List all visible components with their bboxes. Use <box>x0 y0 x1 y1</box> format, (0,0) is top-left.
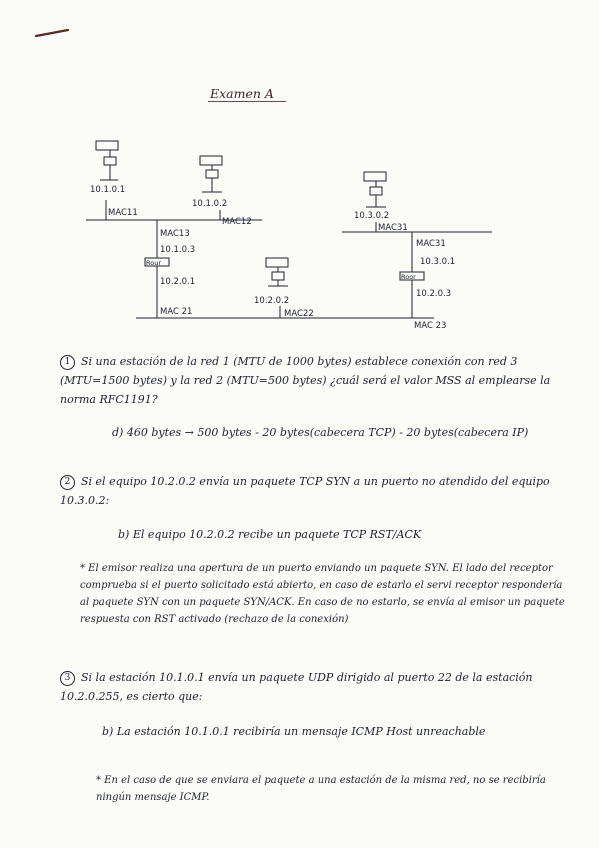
question-1-text: Si una estación de la red 1 (MTU de 1000… <box>60 355 551 406</box>
host4-ip: 10.2.0.2 <box>254 296 289 306</box>
pen-mark <box>34 28 70 38</box>
question-1-number: 1 <box>60 355 75 370</box>
router2-mac-bottom: MAC 23 <box>414 321 446 330</box>
question-3-text: Si la estación 10.1.0.1 envía un paquete… <box>60 671 533 703</box>
answer-1: d) 460 bytes → 500 bytes - 20 bytes(cabe… <box>112 426 529 439</box>
exam-title: Examen A <box>210 86 274 101</box>
title-underline <box>208 101 286 102</box>
router2-label: Roor <box>401 273 416 281</box>
note-2: * El emisor realiza una apertura de un p… <box>80 563 565 625</box>
answer-3: b) La estación 10.1.0.1 recibiría un men… <box>102 725 486 738</box>
router1-ip-top: 10.1.0.3 <box>160 245 195 255</box>
router1-mac-bottom: MAC 21 <box>160 307 192 317</box>
host3-mac: MAC31 <box>378 223 408 233</box>
host3-ip: 10.3.0.2 <box>354 211 389 221</box>
router1-ip-bottom: 10.2.0.1 <box>160 277 195 287</box>
note-3: * En el caso de que se enviara el paquet… <box>96 775 546 803</box>
network-diagram: 10.1.0.1 MAC11 10.1.0.2 MAC12 10.3.0.2 M… <box>86 140 492 330</box>
host1-mac: MAC11 <box>108 208 138 218</box>
router2-ip-top: 10.3.0.1 <box>420 257 455 267</box>
host2-ip: 10.1.0.2 <box>192 199 227 209</box>
host1-ip: 10.1.0.1 <box>90 185 125 195</box>
question-2-text: Si el equipo 10.2.0.2 envía un paquete T… <box>60 475 550 507</box>
answer-2: b) El equipo 10.2.0.2 recibe un paquete … <box>118 528 422 541</box>
router2-ip-bottom: 10.2.0.3 <box>416 289 451 299</box>
question-2-number: 2 <box>60 475 75 490</box>
question-3-number: 3 <box>60 671 75 686</box>
router2-mac-top: MAC31 <box>416 239 446 249</box>
router1-label: Rour <box>146 259 161 267</box>
router1-mac-top: MAC13 <box>160 229 190 239</box>
host2-mac: MAC12 <box>222 217 252 227</box>
host4-mac: MAC22 <box>284 309 314 319</box>
